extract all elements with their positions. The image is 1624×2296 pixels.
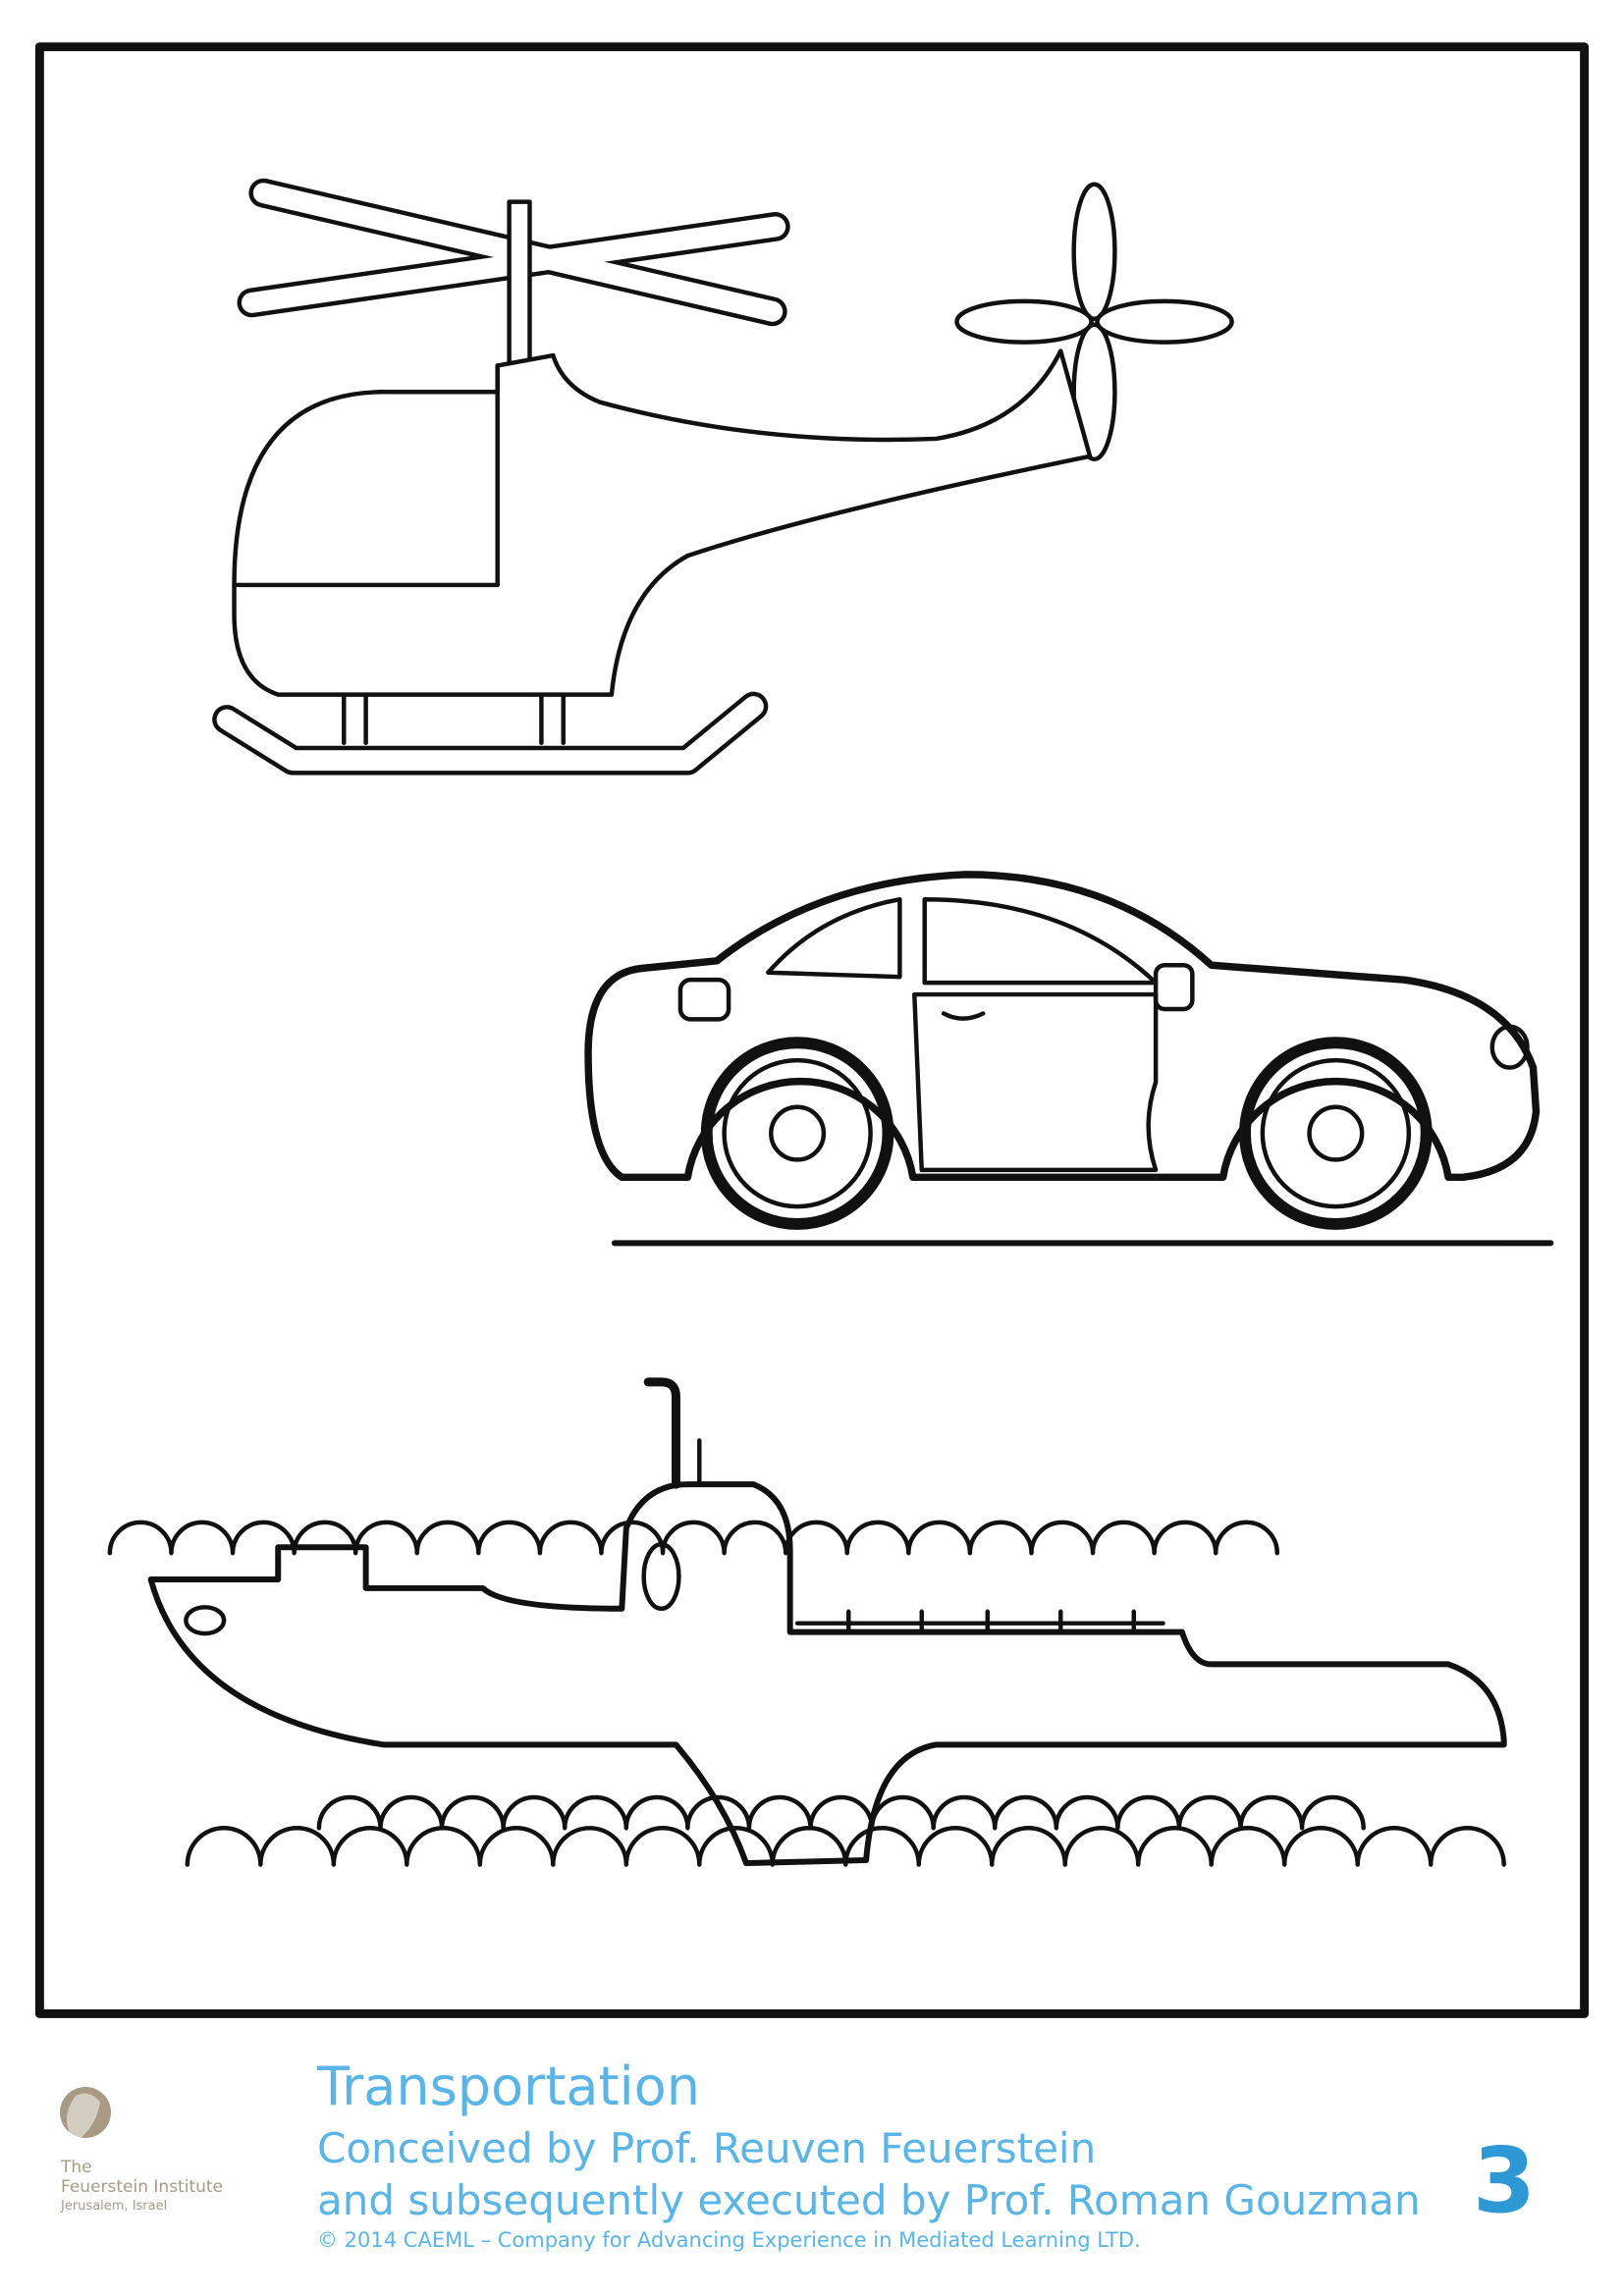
ship-drawing (107, 1377, 1507, 1867)
page-number: 3 (1473, 2128, 1537, 2233)
credit-line-conceived: Conceived by Prof. Reuven Feuerstein (317, 2124, 1097, 2172)
credit-line-executed: and subsequently executed by Prof. Roman… (317, 2176, 1421, 2224)
feuerstein-institute-logo: The Feuerstein Institute Jerusalem, Isra… (51, 2081, 247, 2228)
page-frame (34, 42, 1590, 2018)
helicopter-drawing (212, 178, 1234, 775)
logo-text-the: The (61, 2158, 92, 2177)
logo-text-name: Feuerstein Institute (61, 2177, 224, 2197)
logo-silhouette-icon (60, 2087, 111, 2138)
worksheet-title: Transportation (317, 2056, 700, 2117)
car-drawing (584, 871, 1554, 1247)
logo-text-location: Jerusalem, Israel (61, 2199, 168, 2214)
copyright-notice: © 2014 CAEML – Company for Advancing Exp… (317, 2228, 1141, 2252)
